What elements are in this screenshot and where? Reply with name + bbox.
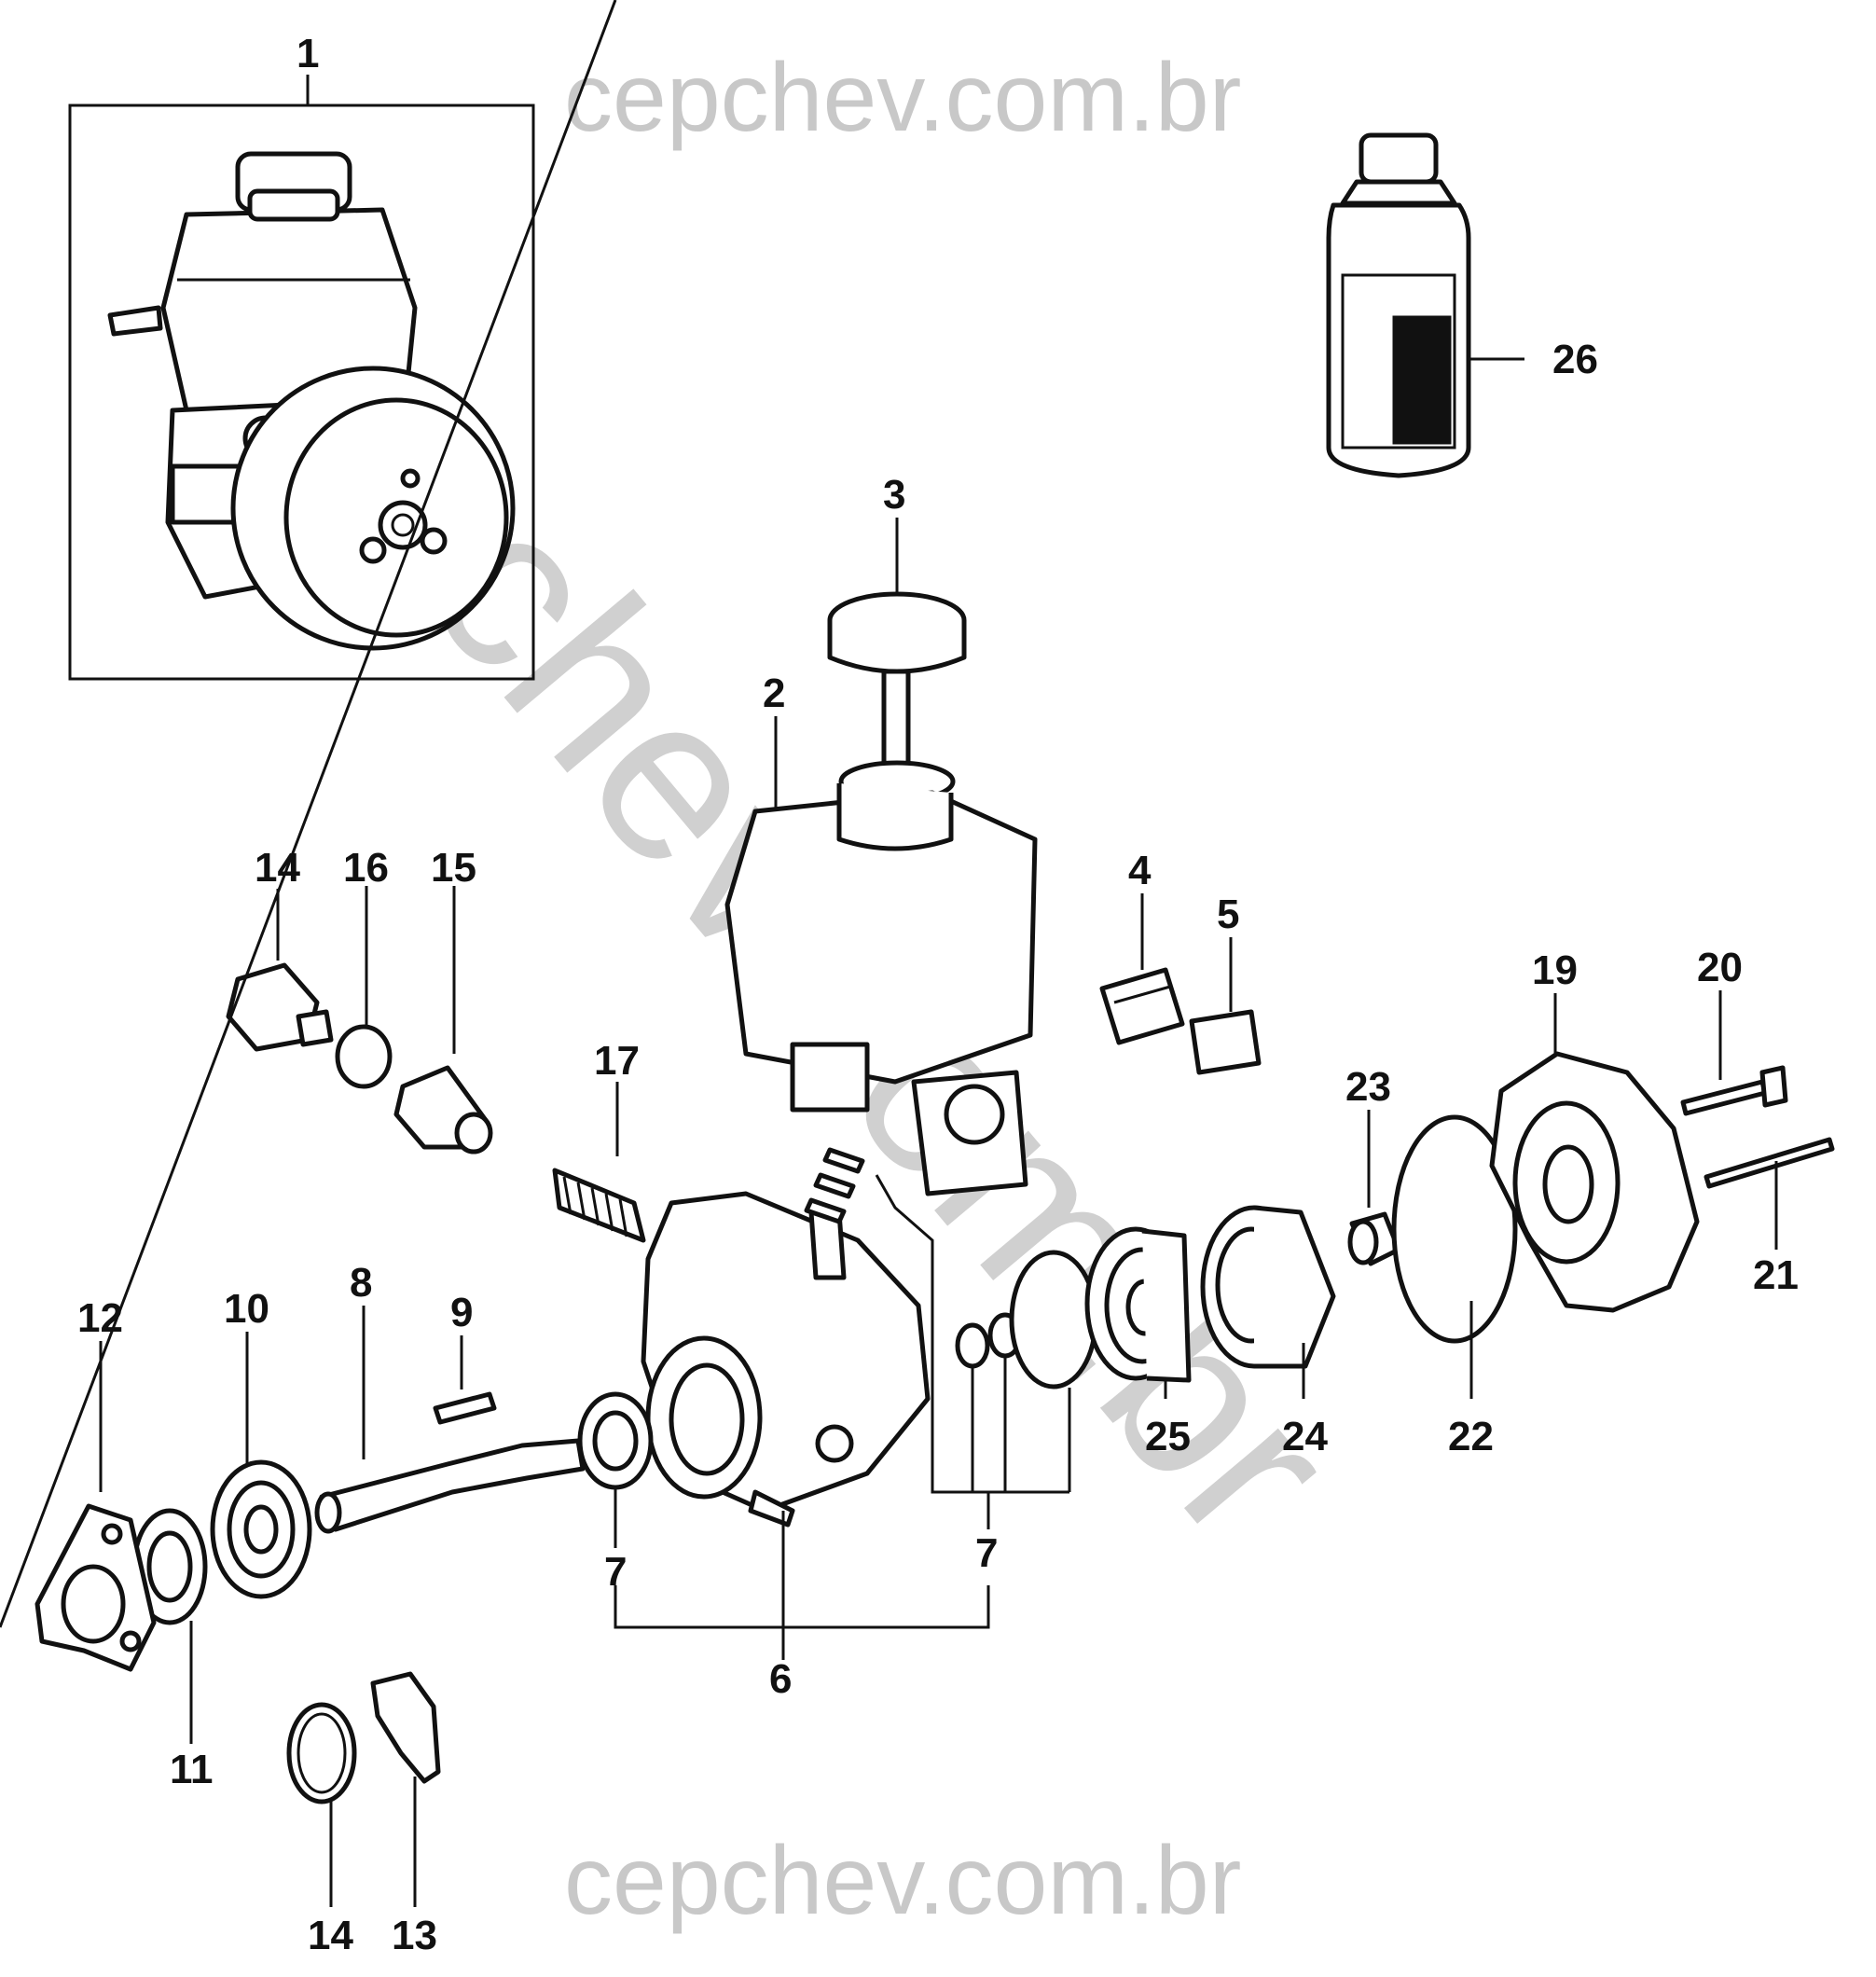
part-label-26: 26 <box>1552 337 1598 382</box>
part-label-7-left: 7 <box>604 1549 627 1595</box>
o-rings-7-drawing <box>804 1147 1098 1529</box>
cam-ring-24-drawing <box>1200 1205 1336 1399</box>
part-label-6: 6 <box>769 1656 792 1702</box>
bolt-20-drawing <box>1680 990 1788 1116</box>
o-ring-17-drawing <box>335 886 393 1089</box>
end-cover-19-drawing <box>1489 993 1700 1313</box>
part-label-17: 16 <box>343 845 389 891</box>
part-label-18: 17 <box>594 1038 640 1084</box>
retaining-clip-13-drawing <box>370 1671 441 1907</box>
clip-4-drawing <box>1099 893 1185 1045</box>
bearing-10-drawing <box>210 1332 312 1599</box>
reservoir-cap-drawing <box>827 518 967 786</box>
part-label-8: 8 <box>350 1260 372 1306</box>
spring-18-drawing <box>552 1082 646 1243</box>
ring-14-drawing <box>286 1702 357 1907</box>
pump-assembly-drawing <box>68 75 535 681</box>
rotor-25-drawing <box>1084 1226 1192 1399</box>
part-label-24: 24 <box>1282 1414 1328 1459</box>
part-label-13: 13 <box>392 1913 437 1958</box>
bracket-6-line <box>614 1585 990 1629</box>
spring-valve-16-drawing <box>393 886 493 1154</box>
valve-15-drawing <box>226 889 334 1052</box>
part-label-21: 21 <box>1753 1252 1799 1298</box>
part-label-20: 20 <box>1697 945 1743 990</box>
part-label-14: 14 <box>308 1913 353 1958</box>
part-label-4: 4 <box>1128 848 1152 893</box>
part-label-10: 10 <box>224 1286 269 1332</box>
part-label-22: 22 <box>1448 1414 1494 1459</box>
pump-housing-drawing <box>641 1191 931 1660</box>
shaft-seal-7-drawing <box>577 1391 654 1548</box>
part-label-7-right: 7 <box>975 1530 998 1576</box>
part-label-2: 2 <box>763 671 785 716</box>
watermark-top: cepchev.com.br <box>564 44 1241 152</box>
part-label-11: 11 <box>170 1747 214 1792</box>
reservoir-drawing <box>724 716 1038 1196</box>
shaft-8-drawing <box>314 1306 586 1534</box>
washer-11-drawing <box>131 1508 208 1744</box>
part-label-19: 19 <box>1532 947 1578 993</box>
stud-21-drawing <box>1704 1137 1835 1250</box>
part-label-16: 15 <box>431 845 476 891</box>
part-label-3: 3 <box>883 472 905 518</box>
bushing-23-drawing <box>1347 1110 1401 1266</box>
atf-oil-bottle-drawing <box>1326 132 1524 478</box>
part-label-9: 9 <box>450 1290 473 1335</box>
part-label-1: 1 <box>297 31 319 76</box>
o-ring-22-drawing <box>1391 1114 1518 1399</box>
part-label-12: 12 <box>77 1295 123 1341</box>
part-label-25: 25 <box>1145 1414 1191 1459</box>
part-label-5: 5 <box>1217 892 1239 937</box>
clip-5-drawing <box>1189 937 1262 1075</box>
part-label-23: 23 <box>1345 1064 1391 1110</box>
watermark-bottom: cepchev.com.br <box>564 1827 1241 1935</box>
flange-cover-12-drawing <box>34 1341 157 1672</box>
key-9-drawing <box>433 1335 497 1425</box>
